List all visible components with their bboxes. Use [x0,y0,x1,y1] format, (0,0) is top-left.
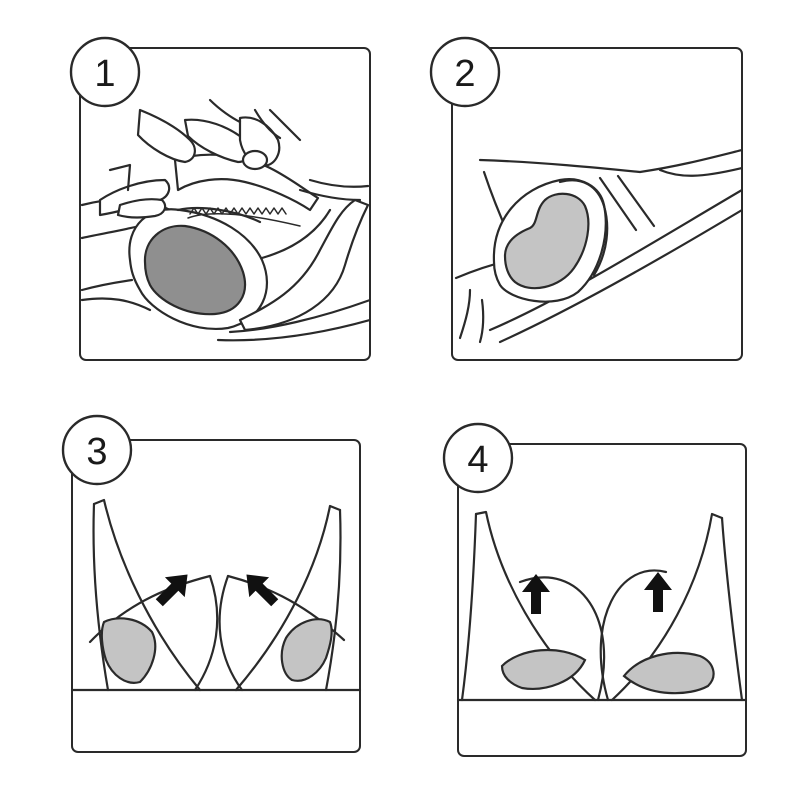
pad-right [280,618,333,682]
panel-step-4: 4 [442,422,748,757]
step-number-3: 3 [86,431,107,473]
step-number-4: 4 [467,439,488,481]
up-arrow-icon [644,572,672,612]
pad-dark [143,224,247,316]
pad-left [100,617,157,684]
left-finger-tip [116,198,167,219]
finger-1 [136,108,196,164]
panel-4-frame [457,443,747,757]
step-badge-4 [442,422,514,494]
step-badge-1 [69,36,141,108]
up-arrow-icon [522,574,550,614]
panel-step-3: 3 [61,414,362,753]
step-badge-2 [429,36,501,108]
up-left-arrow-icon [246,574,279,607]
up-right-arrow-icon [155,574,188,607]
panel-step-1: 1 [69,36,371,361]
panel-step-2: 2 [429,36,743,361]
pad-light [503,192,590,290]
pad-left [500,648,587,690]
panel-2-illustration [454,148,741,344]
pad-right [622,651,715,695]
step-number-2: 2 [454,53,475,95]
band-right [238,198,369,332]
thumb-tip [241,149,269,171]
panel-1-illustration [81,98,369,342]
step-badge-3 [61,414,133,486]
step-number-1: 1 [94,53,115,95]
